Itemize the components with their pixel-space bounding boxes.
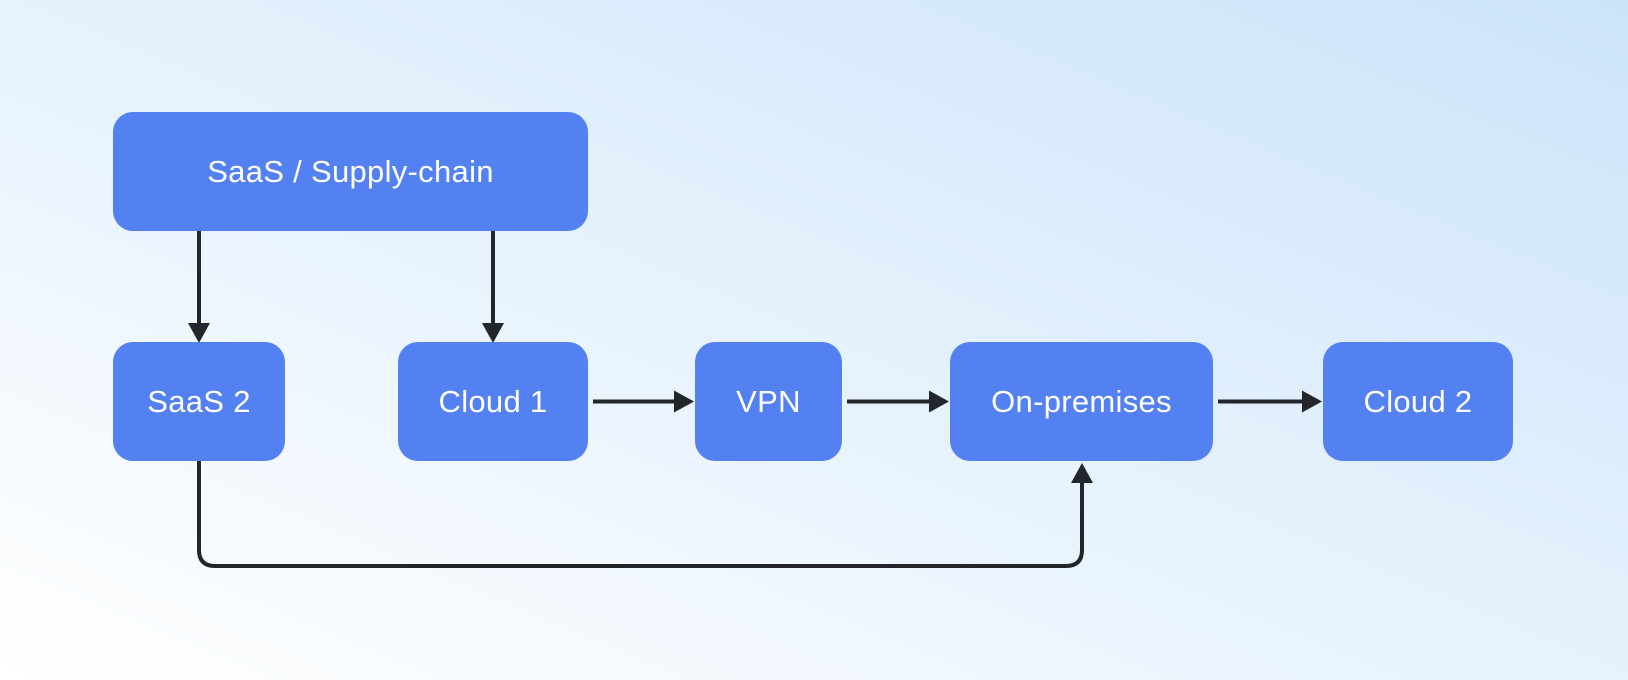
node-cloud-2: Cloud 2 [1323,342,1513,461]
arrowhead-icon [674,390,694,413]
node-on-premises: On-premises [950,342,1213,461]
node-label: Cloud 2 [1363,383,1473,419]
arrowhead-icon [188,323,210,343]
edge-cloud-1-to-vpn [593,390,694,413]
node-label: Cloud 1 [438,383,548,419]
node-vpn: VPN [695,342,842,461]
edge-saas-supply-chain-to-cloud-1 [482,231,504,343]
edge-vpn-to-on-premises [847,390,949,413]
node-label: SaaS / Supply-chain [207,153,494,189]
node-label: SaaS 2 [147,383,251,419]
edge-saas-supply-chain-to-saas-2 [188,231,210,343]
edge-saas-2-to-on-premises [197,461,1093,568]
node-saas-supply-chain: SaaS / Supply-chain [113,112,588,231]
node-label: On-premises [991,383,1172,419]
node-saas-2: SaaS 2 [113,342,285,461]
arrowhead-icon [482,323,504,343]
node-cloud-1: Cloud 1 [398,342,588,461]
edge-on-premises-to-cloud-2 [1218,390,1322,413]
arrowhead-icon [929,390,949,413]
arrowhead-icon [1302,390,1322,413]
arrowhead-icon [1071,463,1093,483]
node-label: VPN [736,383,801,419]
